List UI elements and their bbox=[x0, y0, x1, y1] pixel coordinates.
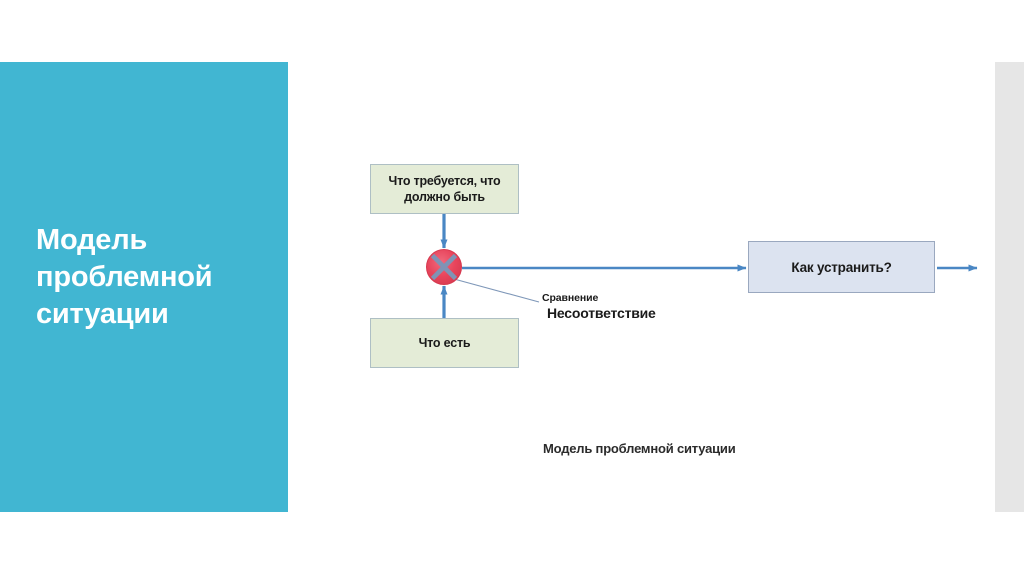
page-title: Модель проблемной ситуации bbox=[36, 224, 213, 330]
diagram-connectors bbox=[426, 214, 978, 318]
node-what-is-required: Что требуется, что должно быть bbox=[370, 164, 519, 214]
comparator-node bbox=[426, 249, 462, 285]
leader-line-comparison bbox=[453, 278, 540, 303]
diagram-caption: Модель проблемной ситуации bbox=[543, 441, 736, 456]
node-how-to-fix: Как устранить? bbox=[748, 241, 935, 293]
node-what-exists: Что есть bbox=[370, 318, 519, 368]
diagram-area: Что требуется, что должно быть Что есть … bbox=[300, 62, 990, 512]
edge-label-mismatch: Несоответствие bbox=[547, 305, 656, 321]
title-panel bbox=[0, 62, 288, 512]
edge-label-comparison: Сравнение bbox=[542, 292, 599, 304]
comparator-x-stroke-2 bbox=[430, 253, 458, 281]
right-edge-band bbox=[995, 62, 1024, 512]
